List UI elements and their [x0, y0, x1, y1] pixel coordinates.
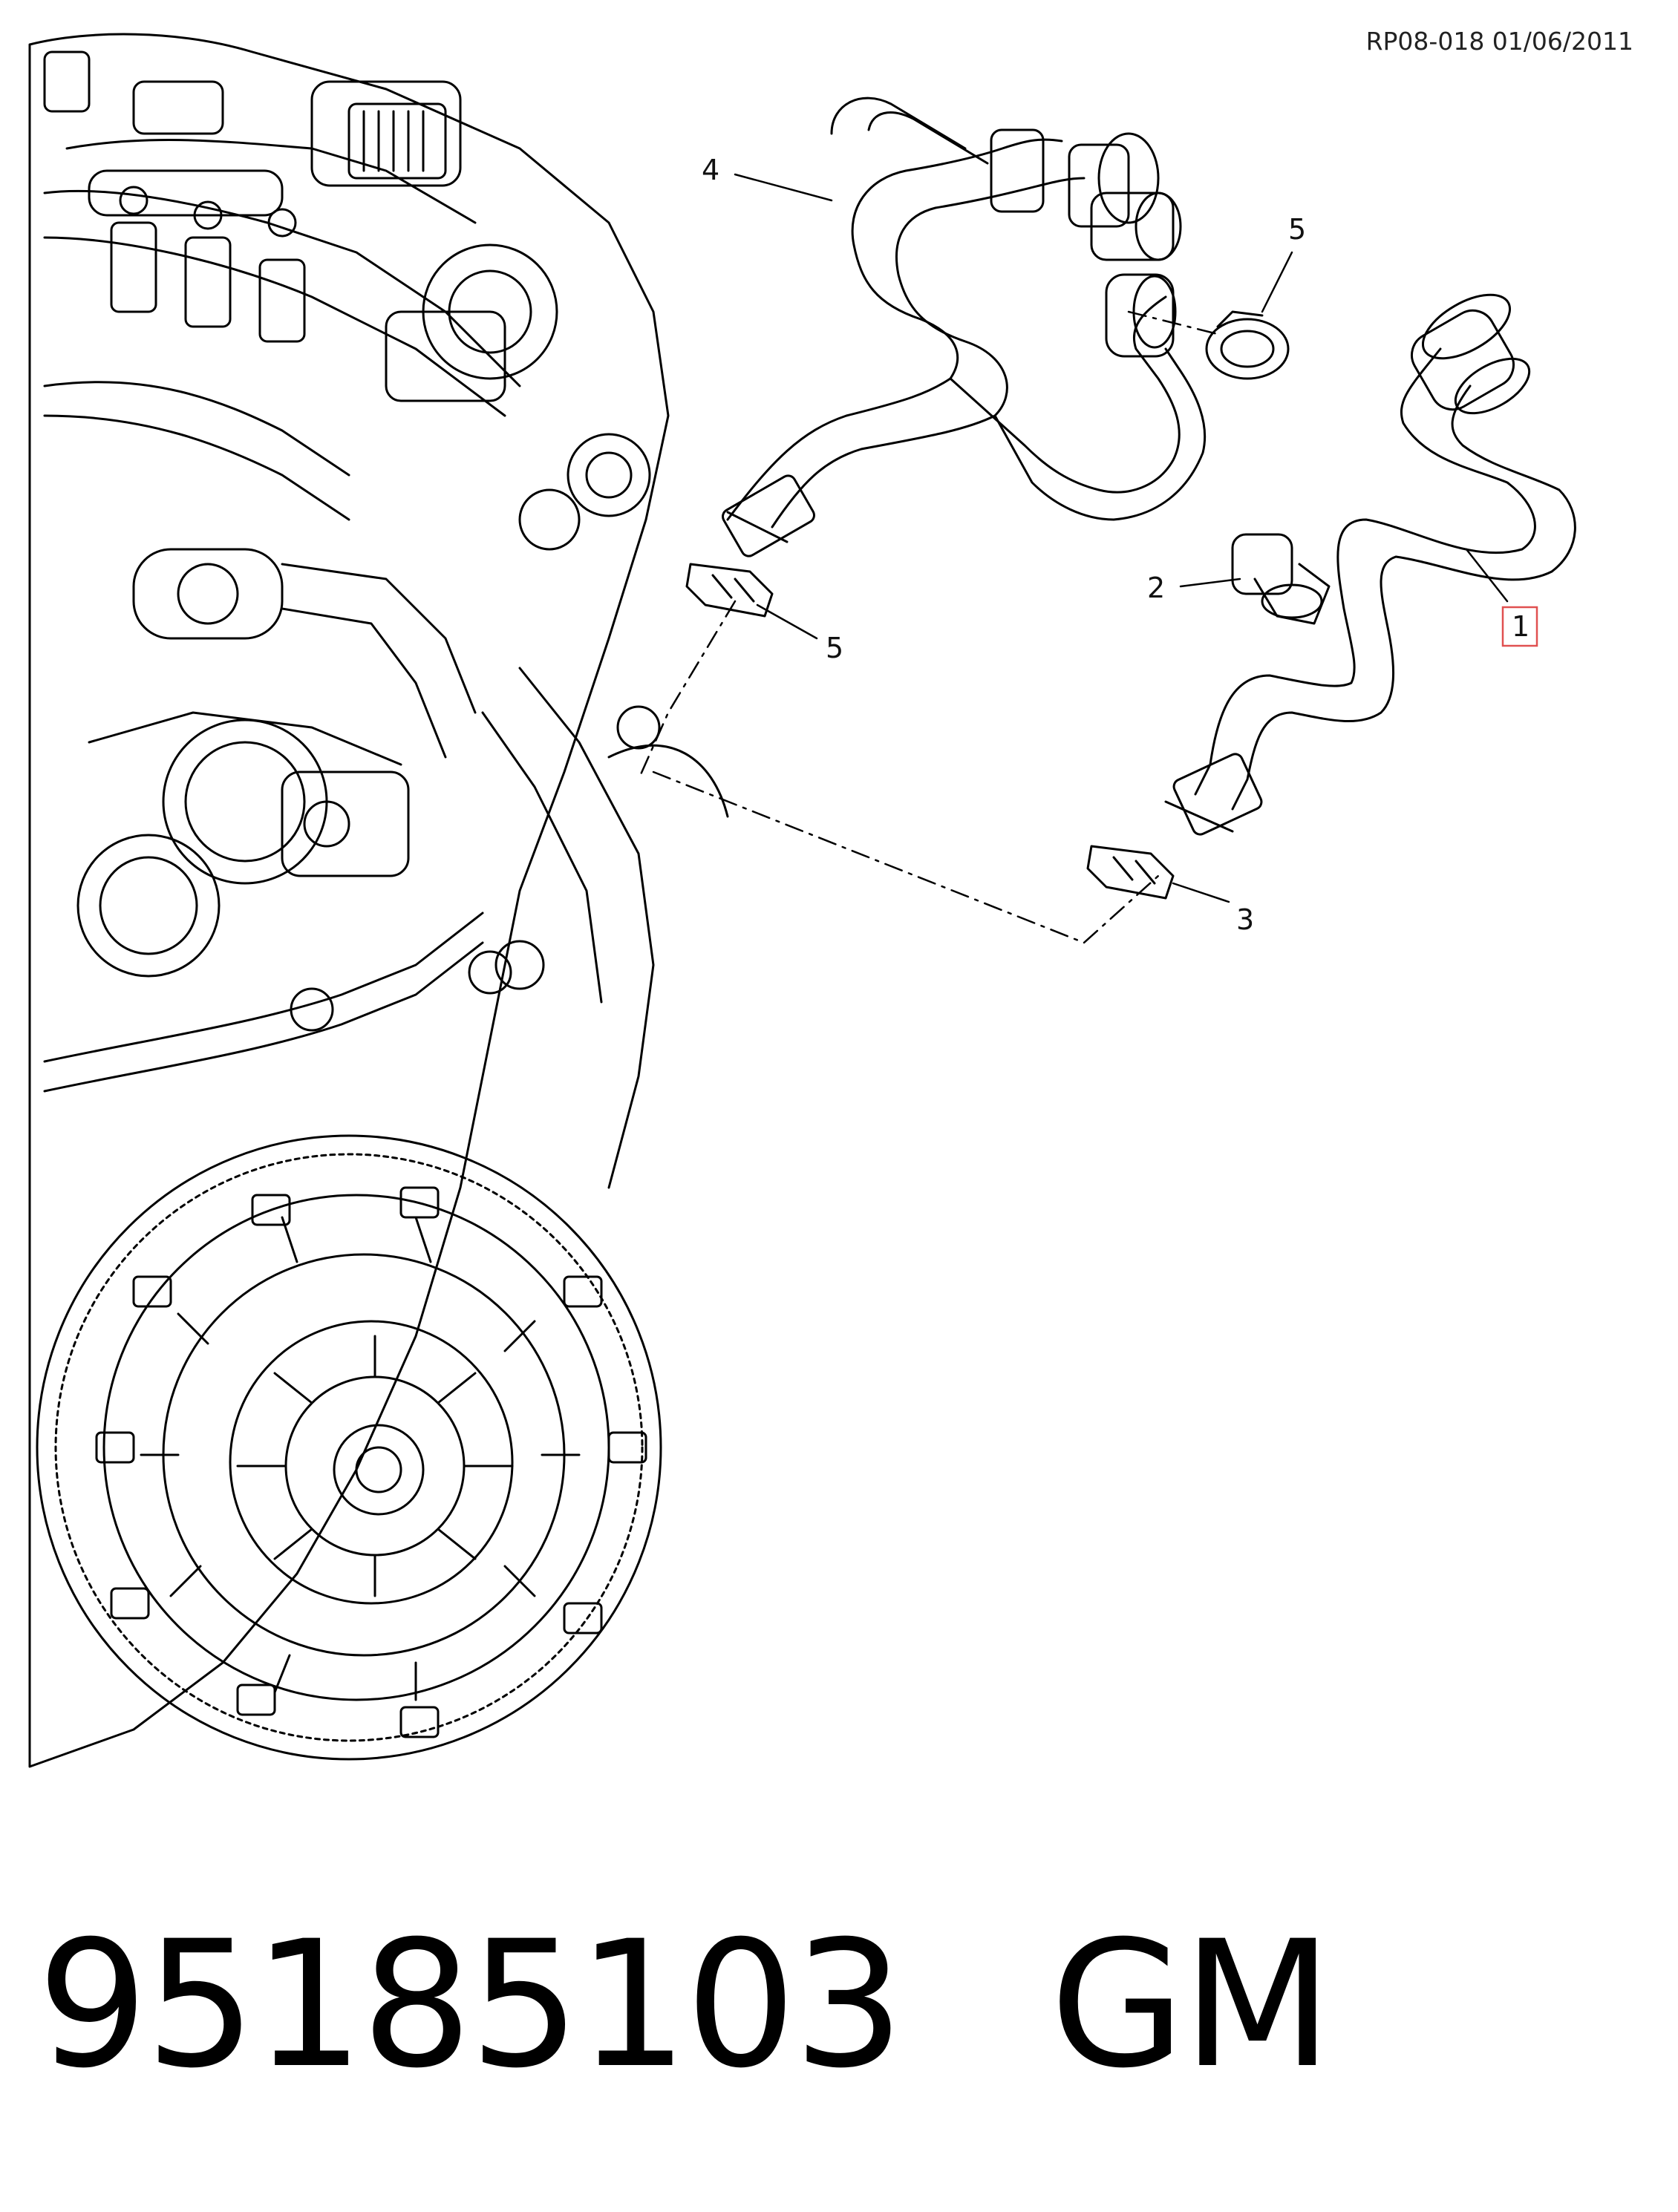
part-number: 95185103 — [37, 1904, 904, 2107]
engine-illustration — [28, 33, 729, 1768]
leader-line-5-left — [756, 603, 818, 640]
brand-name: GM — [1050, 1904, 1333, 2107]
part-number-caption: 95185103 GM — [37, 1904, 1333, 2107]
assembly-line-5-left — [637, 600, 737, 781]
leader-line-5-top — [1261, 251, 1293, 313]
callout-item-5-top: 5 — [1288, 213, 1306, 246]
clip-5-left — [685, 563, 774, 618]
callout-1-highlight-box — [1501, 606, 1538, 647]
clamp-2 — [1231, 533, 1331, 625]
assembly-line-5-top — [1127, 310, 1219, 336]
hose-1 — [1164, 293, 1576, 836]
clip-3 — [1086, 845, 1175, 900]
callout-item-5-left: 5 — [826, 632, 843, 664]
leader-line-4 — [734, 173, 833, 202]
hose-4 — [722, 96, 1207, 557]
callout-item-3: 3 — [1236, 903, 1254, 936]
leader-line-1 — [1465, 548, 1509, 603]
assembly-line-3 — [652, 770, 1160, 944]
parts-diagram: 4 5 5 2 1 3 — [28, 33, 1576, 1768]
callout-item-4: 4 — [702, 154, 719, 186]
leader-line-3 — [1172, 882, 1230, 903]
clamp-5-top — [1205, 310, 1290, 380]
reference-code: RP08-018 01/06/2011 — [1365, 27, 1633, 56]
callout-item-1: 1 — [1512, 610, 1530, 643]
leader-line-2 — [1179, 577, 1241, 588]
callout-item-2: 2 — [1147, 572, 1165, 604]
